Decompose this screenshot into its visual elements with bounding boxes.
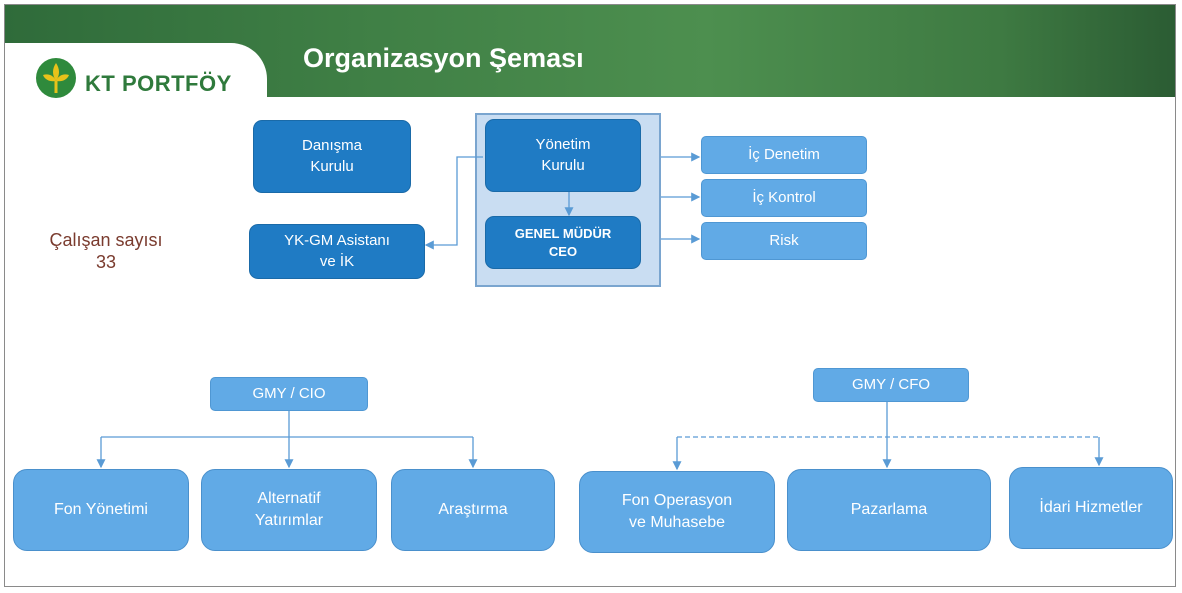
org-chart-slide: KT PORTFÖY Organizasyon Şeması Danış: [4, 4, 1176, 587]
alternatif-yatirimlar-box: Alternatif Yatırımlar: [201, 469, 377, 551]
ic-denetim-box: İç Denetim: [701, 136, 867, 174]
employee-count-label: Çalışan sayısı: [49, 230, 163, 250]
employee-count: Çalışan sayısı 33: [31, 230, 181, 273]
gmy-cfo-box: GMY / CFO: [813, 368, 969, 402]
page-title: Organizasyon Şeması: [303, 43, 584, 73]
asistan-box: YK-GM Asistanı ve İK: [249, 224, 425, 279]
yonetim-kurulu-box: Yönetim Kurulu: [485, 119, 641, 192]
genel-mudur-box: GENEL MÜDÜR CEO: [485, 216, 641, 269]
gmy-cio-box: GMY / CIO: [210, 377, 368, 411]
fon-yonetimi-box: Fon Yönetimi: [13, 469, 189, 551]
risk-box: Risk: [701, 222, 867, 260]
kt-portfoy-logo-icon: [36, 58, 76, 98]
logo-text: KT PORTFÖY: [85, 71, 232, 96]
fon-operasyon-box: Fon Operasyon ve Muhasebe: [579, 471, 775, 553]
board-to-asistan-line: [424, 156, 483, 250]
idari-hizmetler-box: İdari Hizmetler: [1009, 467, 1173, 549]
employee-count-value: 33: [95, 251, 117, 272]
connector-lines: [96, 152, 1104, 471]
ic-kontrol-box: İç Kontrol: [701, 179, 867, 217]
danisma-kurulu-box: Danışma Kurulu: [253, 120, 411, 193]
pazarlama-box: Pazarlama: [787, 469, 991, 551]
arastirma-box: Araştırma: [391, 469, 555, 551]
